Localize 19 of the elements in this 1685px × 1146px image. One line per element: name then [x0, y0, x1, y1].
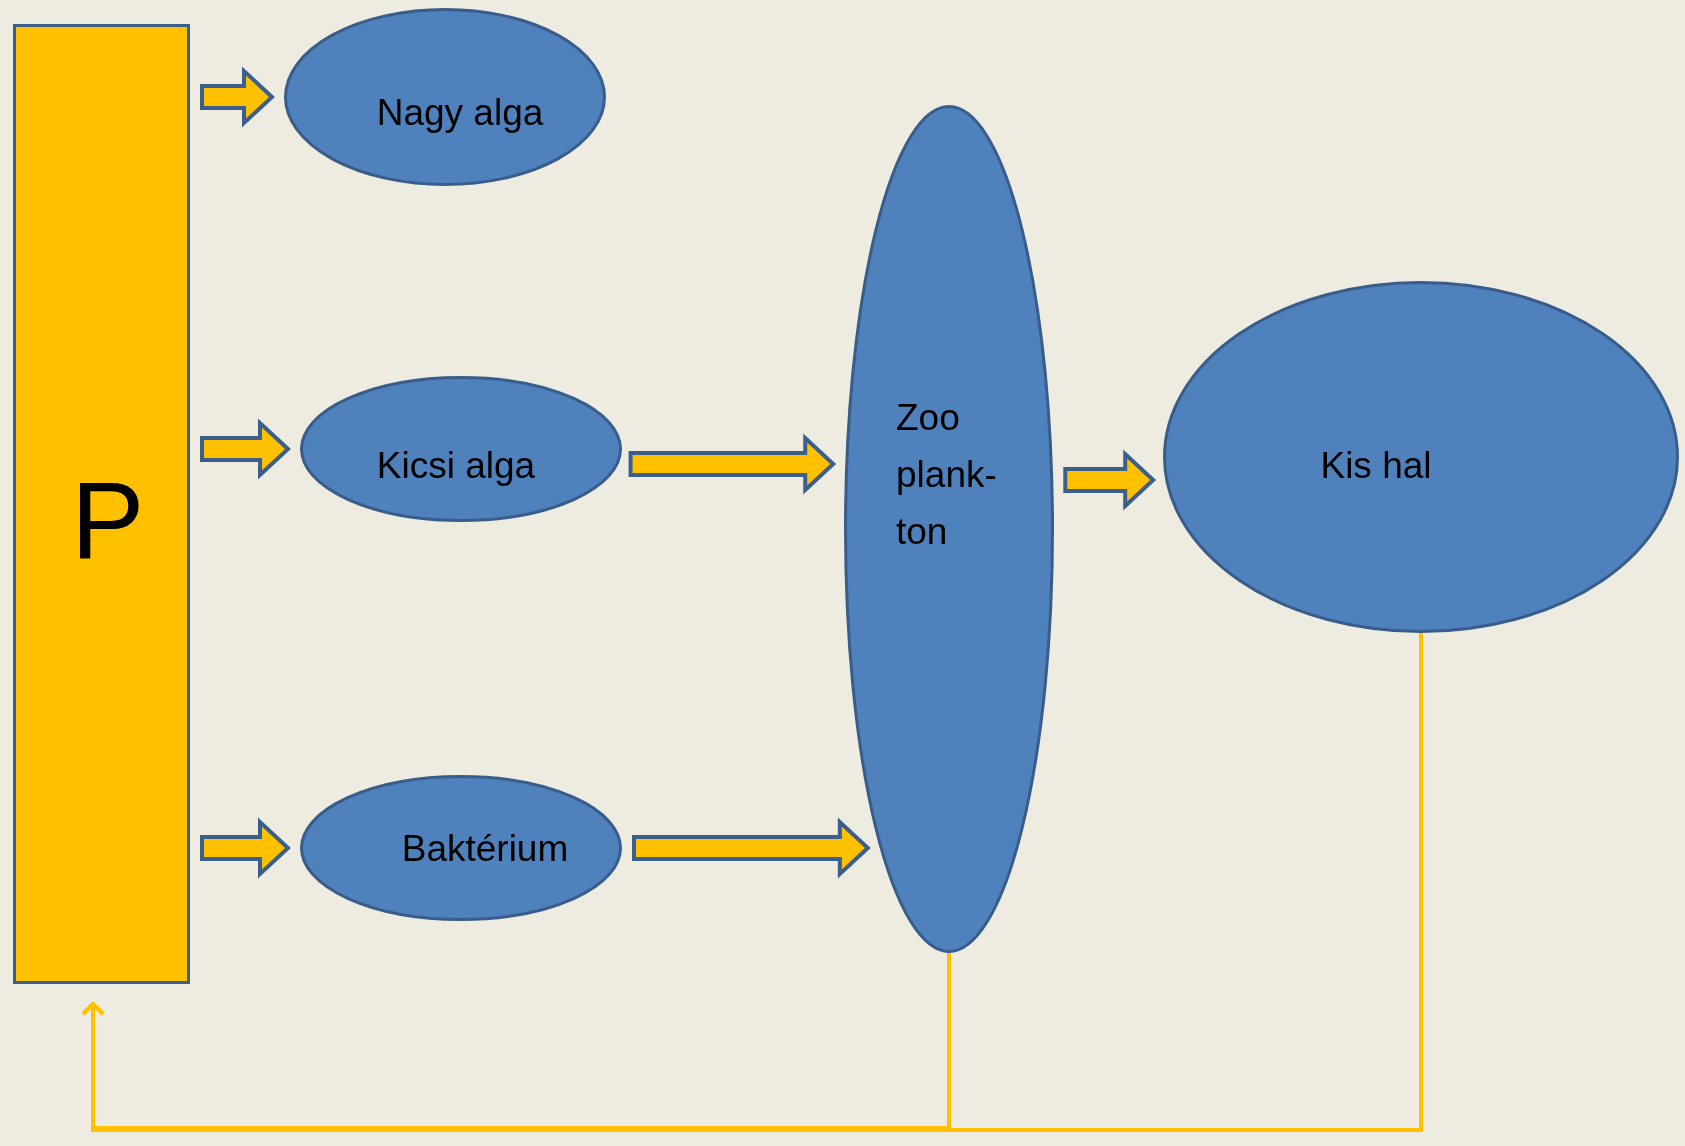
ellipse-node: [1163, 281, 1679, 633]
vertical-bar-node: [13, 24, 190, 984]
block-arrow: [200, 418, 291, 480]
ellipse-node: [300, 775, 622, 921]
node-label: Baktérium: [400, 826, 570, 871]
block-arrow: [200, 817, 291, 879]
ellipse-node: [300, 376, 622, 522]
node-label: Kicsi alga: [375, 443, 537, 488]
block-arrow: [1063, 449, 1157, 511]
ellipse-node: [844, 105, 1054, 953]
block-arrow: [200, 66, 275, 128]
ellipse-node: [284, 8, 606, 186]
node-label: Kis hal: [1319, 443, 1433, 488]
node-label: Nagy alga: [375, 90, 545, 135]
node-label: P: [71, 459, 145, 580]
block-arrow: [628, 433, 837, 495]
connector-line: [81, 633, 1423, 1132]
node-label: Zoo plank- ton: [896, 396, 998, 554]
block-arrow: [632, 817, 871, 879]
